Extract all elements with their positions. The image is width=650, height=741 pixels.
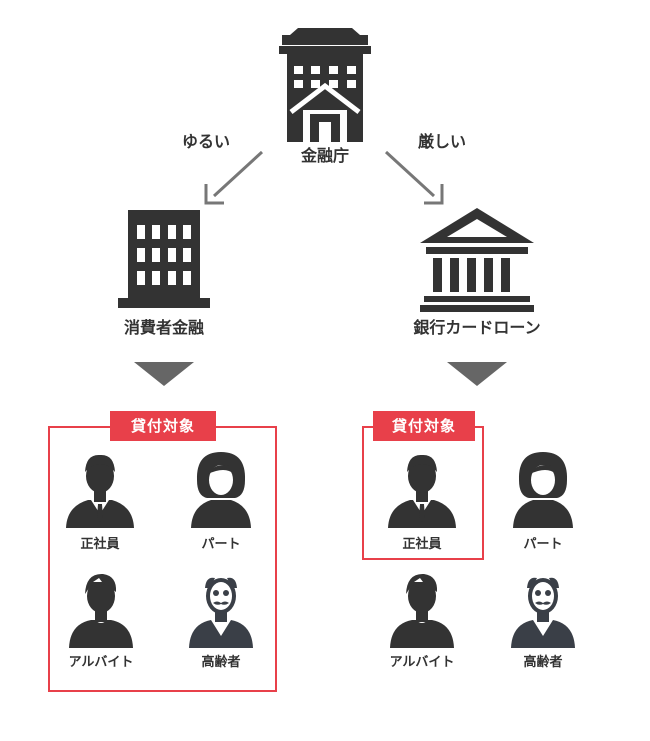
person-label: 正社員 xyxy=(402,537,442,552)
lending-target-badge-left: 貸付対象 xyxy=(110,411,216,441)
lenient-label: ゆるい xyxy=(181,132,231,151)
person-label: アルバイト xyxy=(389,655,455,670)
down-triangle-icon xyxy=(134,362,194,386)
bank-card-loan-label: 銀行カードローン xyxy=(413,318,541,337)
strict-label: 厳しい xyxy=(417,132,467,151)
person-label: パート xyxy=(201,537,241,552)
person-label: 高齢者 xyxy=(523,655,563,670)
person-label: アルバイト xyxy=(68,655,134,670)
arrow-to-consumer-finance xyxy=(204,150,264,205)
arbeit-person-icon xyxy=(390,573,454,648)
part-time-person-icon xyxy=(513,452,573,528)
bank-icon xyxy=(420,208,534,312)
person-label: 正社員 xyxy=(80,537,120,552)
down-triangle-icon xyxy=(447,362,507,386)
lending-target-frame-left xyxy=(48,426,277,692)
person-label: パート xyxy=(523,537,563,552)
elderly-person-icon xyxy=(511,577,575,648)
agency-label: 金融庁 xyxy=(300,146,350,165)
arrow-to-bank-loan xyxy=(384,150,444,205)
government-building-icon xyxy=(279,28,371,142)
office-building-icon xyxy=(118,210,210,308)
person-label: 高齢者 xyxy=(201,655,241,670)
lending-target-badge-right: 貸付対象 xyxy=(373,411,475,441)
consumer-finance-label: 消費者金融 xyxy=(123,318,205,337)
